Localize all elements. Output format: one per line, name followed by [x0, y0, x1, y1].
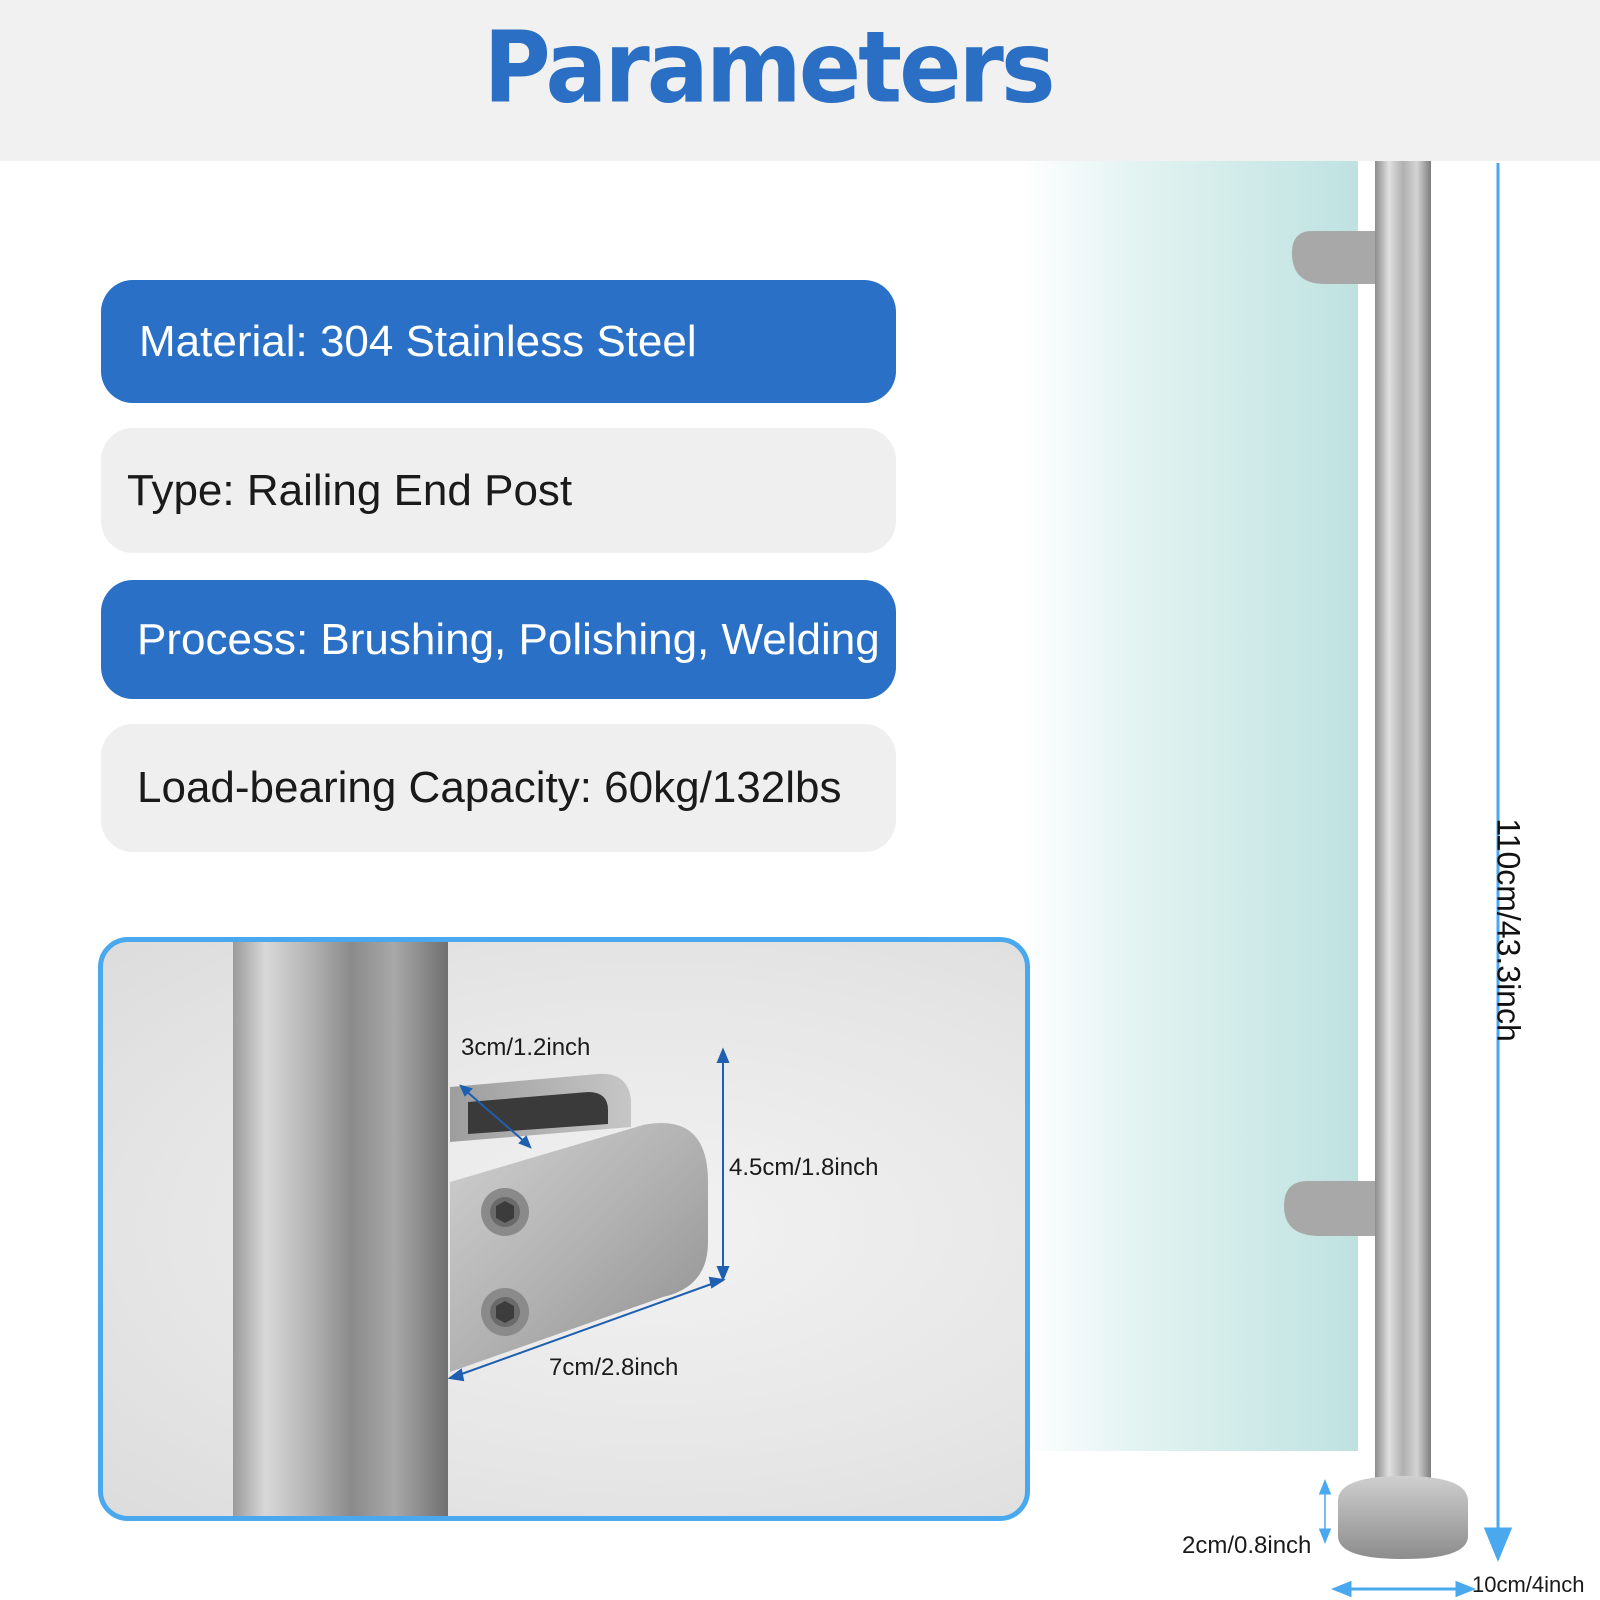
page-title: Parameters	[483, 9, 1055, 126]
clamp-height-label: 4.5cm/1.8inch	[729, 1154, 879, 1181]
clamp-width-label: 7cm/2.8inch	[549, 1354, 679, 1381]
spec-material: Material: 304 Stainless Steel	[101, 280, 896, 403]
spec-process-label: Process: Brushing, Polishing, Welding	[137, 614, 880, 664]
post-clamp-bottom	[1284, 1181, 1375, 1236]
clamp-detail-drawing	[233, 942, 730, 1516]
clamp-dimension-arrows	[447, 1047, 730, 1382]
end-post-drawing	[1284, 161, 1513, 1598]
thickness-arrow	[464, 1089, 527, 1144]
post-clamp-top	[1292, 231, 1375, 284]
post-base-plate	[1338, 1476, 1468, 1559]
post-dimension-arrows	[1318, 163, 1513, 1598]
glass-panel	[1020, 161, 1358, 1451]
width-arrow	[455, 1281, 718, 1377]
post-base-height-label: 2cm/0.8inch	[1182, 1532, 1312, 1559]
clamp-front-plate	[450, 1122, 708, 1372]
post-base-width-label: 10cm/4inch	[1472, 1572, 1585, 1597]
post-height-label: 110cm/43.3inch	[1490, 818, 1527, 1042]
spec-load-capacity-label: Load-bearing Capacity: 60kg/132lbs	[137, 763, 842, 812]
spec-type-label: Type: Railing End Post	[127, 465, 573, 515]
tube	[233, 942, 448, 1516]
clamp-thickness-label: 3cm/1.2inch	[461, 1034, 591, 1061]
clamp-detail-photo: 3cm/1.2inch 4.5cm/1.8inch 7cm/2.8inch	[98, 937, 1030, 1521]
post-tube	[1375, 161, 1431, 1541]
header-banner: Parameters	[0, 0, 1600, 161]
spec-type: Type: Railing End Post	[101, 428, 896, 553]
spec-material-label: Material: 304 Stainless Steel	[139, 316, 697, 366]
spec-load-capacity: Load-bearing Capacity: 60kg/132lbs	[101, 724, 896, 852]
spec-process: Process: Brushing, Polishing, Welding	[101, 580, 896, 699]
